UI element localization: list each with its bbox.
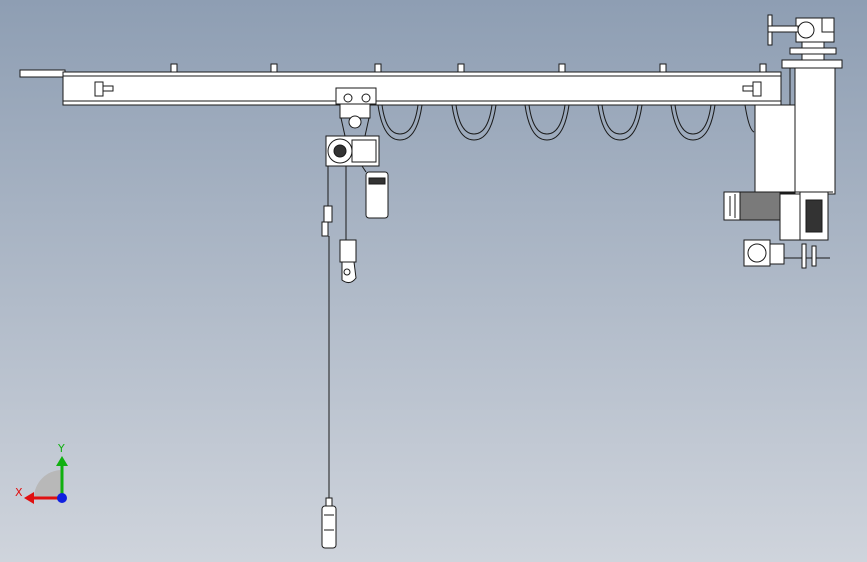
triad-y-label: Y xyxy=(58,442,65,455)
triad-z-quarter-disc xyxy=(34,470,62,498)
beam-end-stop-left xyxy=(94,81,114,97)
pendant-controller[interactable] xyxy=(321,236,337,549)
beam-end-stop-right xyxy=(742,81,762,97)
jib-arm-beam[interactable] xyxy=(19,63,782,106)
coordinate-triad xyxy=(24,456,68,504)
festoon-cable-loops xyxy=(377,104,755,141)
triad-y-arrow xyxy=(56,456,68,466)
triad-x-label: X xyxy=(15,486,23,499)
pillar-column[interactable] xyxy=(754,14,843,195)
hook-block[interactable] xyxy=(339,166,357,284)
electric-chain-hoist[interactable] xyxy=(321,135,389,237)
hoist-trolley[interactable] xyxy=(335,87,377,137)
triad-z-axis xyxy=(57,493,67,503)
triad-x-arrow xyxy=(24,492,34,504)
slewing-drive-motor[interactable] xyxy=(723,191,830,269)
